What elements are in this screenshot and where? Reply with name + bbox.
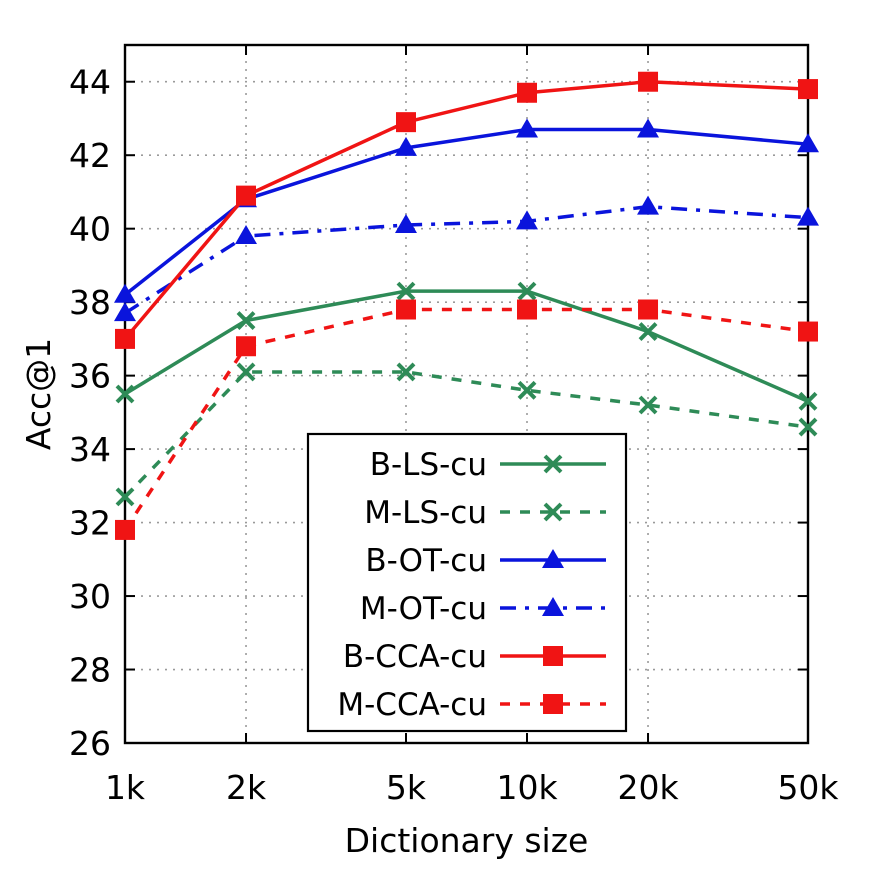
data-point-marker: [114, 283, 136, 303]
legend-label: M-OT-cu: [360, 591, 487, 627]
series-M-CCA-cu: [115, 299, 818, 540]
legend-marker: [543, 694, 563, 714]
data-point-marker: [516, 210, 539, 230]
legend: B-LS-cuM-LS-cuB-OT-cuM-OT-cuB-CCA-cuM-CC…: [306, 432, 628, 733]
data-point-marker: [115, 487, 135, 507]
legend-entry: B-LS-cu: [370, 447, 606, 483]
legend-label: M-LS-cu: [364, 495, 487, 531]
series-line: [123, 79, 809, 341]
legend-box: [306, 432, 628, 733]
legend-marker: [542, 549, 564, 568]
series-line: [124, 289, 809, 403]
data-point-marker: [517, 281, 537, 301]
data-point-marker: [638, 299, 659, 320]
axis-ticks: 26 28 30 32 34 36 38 40 42 44 1k 2k 5k 10k 20k 50k: [69, 45, 839, 807]
y-tick-label: 36: [69, 357, 111, 396]
data-point-marker: [798, 321, 818, 342]
x-axis-label: Dictionary size: [345, 821, 589, 860]
legend-label: B-LS-cu: [370, 447, 487, 483]
y-tick-label: 34: [69, 430, 111, 469]
y-tick-label: 40: [69, 210, 111, 249]
data-point-marker: [114, 302, 136, 322]
data-point-marker: [517, 299, 538, 320]
data-point-marker: [638, 322, 658, 341]
legend-marker: [543, 454, 563, 474]
data-point-marker: [236, 185, 257, 206]
x-tick-label: 20k: [617, 768, 679, 807]
x-tick-label: 50k: [777, 768, 839, 807]
data-point-marker: [798, 79, 818, 100]
legend-marker: [542, 597, 564, 616]
y-tick-label: 32: [69, 504, 111, 543]
data-point-marker: [395, 112, 416, 133]
legend-marker: [543, 646, 563, 666]
y-tick-label: 30: [69, 577, 111, 616]
legend-label: B-OT-cu: [365, 543, 487, 579]
data-point-marker: [637, 118, 660, 138]
x-tick-label: 2k: [226, 768, 267, 807]
legend-entry: M-LS-cu: [364, 495, 606, 531]
data-point-marker: [638, 71, 659, 92]
data-point-marker: [395, 299, 416, 320]
series-M-OT-cu: [114, 195, 819, 322]
series-M-LS-cu: [115, 362, 818, 507]
data-point-marker: [394, 136, 417, 156]
y-tick-label: 26: [69, 724, 111, 763]
data-point-marker: [115, 384, 135, 404]
data-point-marker: [236, 336, 257, 357]
data-point-marker: [115, 328, 135, 349]
data-point-marker: [797, 206, 819, 226]
x-tick-label: 5k: [386, 768, 427, 807]
data-point-marker: [516, 118, 539, 138]
data-series: [114, 71, 819, 540]
legend-label: M-CCA-cu: [337, 687, 487, 723]
data-point-marker: [517, 82, 538, 103]
legend-marker: [543, 502, 563, 522]
data-point-marker: [236, 362, 256, 382]
data-point-marker: [394, 214, 417, 234]
x-tick-label: 1k: [105, 768, 146, 807]
data-point-marker: [637, 195, 660, 215]
data-point-marker: [798, 391, 818, 411]
legend-entry: M-OT-cu: [360, 591, 606, 627]
series-line: [123, 370, 809, 499]
data-point-marker: [797, 133, 819, 153]
legend-entry: B-CCA-cu: [343, 639, 606, 675]
data-point-marker: [638, 395, 658, 415]
y-tick-label: 42: [69, 136, 111, 175]
data-point-marker: [396, 281, 416, 301]
data-point-marker: [236, 311, 256, 330]
data-point-marker: [798, 417, 818, 437]
y-tick-label: 28: [69, 651, 111, 690]
legend-entry: B-OT-cu: [365, 543, 606, 579]
legend-label: B-CCA-cu: [343, 639, 487, 675]
series-line: [123, 307, 809, 531]
series-line: [124, 204, 809, 315]
data-point-marker: [115, 519, 135, 540]
series-line: [123, 127, 809, 297]
y-tick-label: 38: [69, 283, 111, 322]
legend-entry: M-CCA-cu: [337, 687, 606, 723]
data-point-marker: [235, 225, 258, 245]
data-point-marker: [517, 380, 537, 400]
series-B-LS-cu: [115, 281, 818, 411]
y-axis-label: Acc@1: [19, 338, 58, 450]
grid-lines: [125, 45, 808, 743]
series-B-CCA-cu: [115, 71, 818, 349]
x-tick-label: 10k: [496, 768, 558, 807]
y-tick-label: 44: [69, 63, 111, 102]
data-point-marker: [396, 362, 416, 382]
